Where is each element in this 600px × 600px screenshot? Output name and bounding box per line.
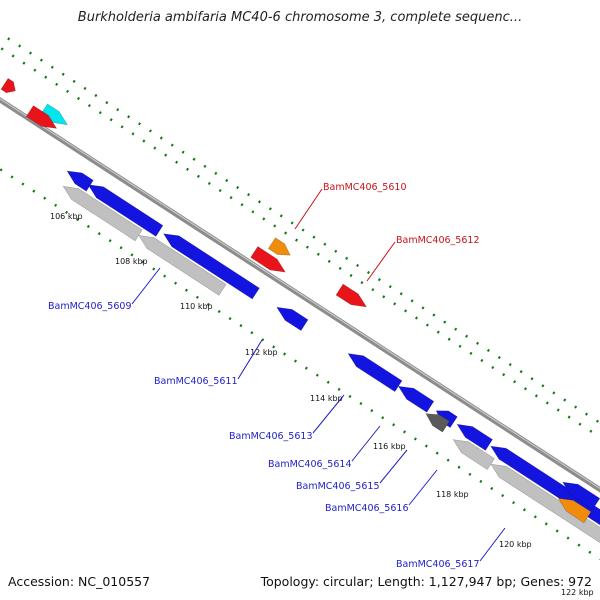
other-gene-arrow [425, 413, 451, 433]
gene-label: BamMC406_5610 [323, 182, 406, 193]
gene-label: BamMC406_5611 [154, 376, 237, 387]
kbp-tick-label: 120 kbp [499, 540, 532, 549]
gene-label: BamMC406_5612 [396, 235, 479, 246]
gene-label-leader-line [408, 469, 438, 506]
gene-label: BamMC406_5615 [296, 481, 379, 492]
reverse-gene-arrow [562, 481, 600, 510]
accession-label: Accession: NC_010557 [8, 574, 151, 589]
reverse-gene-arrow [276, 306, 309, 332]
gene-label: BamMC406_5614 [268, 459, 351, 470]
kbp-tick-label: 108 kbp [115, 257, 148, 266]
gene-label: BamMC406_5617 [396, 559, 479, 570]
reverse-gene-arrow [87, 184, 164, 237]
kbp-tick-label: 114 kbp [310, 394, 343, 403]
kbp-tick-label: 106 kbp [50, 212, 83, 221]
forward-gene-arrow [0, 77, 16, 94]
map-title: Burkholderia ambifaria MC40-6 chromosome… [77, 10, 523, 25]
kbp-tick-label: 118 kbp [436, 490, 469, 499]
cds-outline-arrow [490, 463, 600, 543]
topology-label: Topology: circular; Length: 1,127,947 bp… [260, 574, 592, 589]
reverse-gene-arrow [163, 233, 260, 300]
gene-label: BamMC406_5613 [229, 431, 312, 442]
kbp-tick-label: 112 kbp [245, 348, 278, 357]
gc-track-line-2 [0, 46, 600, 439]
forward-gene-arrow [250, 246, 286, 273]
gene-label-leader-line [237, 339, 263, 380]
cds-outline-arrow [138, 235, 227, 296]
reverse-gene-arrow [347, 353, 403, 393]
backbone-highlight [0, 98, 600, 490]
gene-label: BamMC406_5616 [325, 503, 408, 514]
gene-label: BamMC406_5609 [48, 301, 131, 312]
cds-outline-arrow [62, 185, 143, 242]
gene-label-leader-line [294, 188, 323, 230]
reverse-gene-arrow [397, 385, 435, 413]
gene-label-leader-line [351, 425, 381, 462]
kbp-tick-label: 116 kbp [373, 442, 406, 451]
gc-track-line-1 [0, 31, 600, 425]
pseudogene-arrow [267, 237, 291, 256]
gene-label-leader-line [312, 394, 345, 434]
forward-gene-arrow [25, 105, 58, 129]
backbone-line [0, 97, 600, 493]
gene-label-leader-line [131, 267, 161, 305]
gc-track-line-3 [0, 167, 600, 561]
reverse-gene-arrow [66, 170, 94, 192]
kbp-tick-label: 110 kbp [180, 302, 213, 311]
kbp-tick-label: 122 kbp [561, 588, 594, 597]
forward-gene-arrow [335, 283, 367, 308]
gene-label-leader-line [366, 241, 396, 282]
gene-label-leader-line [479, 527, 506, 562]
cds-outline-arrow [452, 439, 495, 471]
gene-label-leader-line [379, 449, 408, 484]
pseudogene-arrow [557, 497, 592, 524]
reverse-gene-arrow [456, 423, 493, 451]
